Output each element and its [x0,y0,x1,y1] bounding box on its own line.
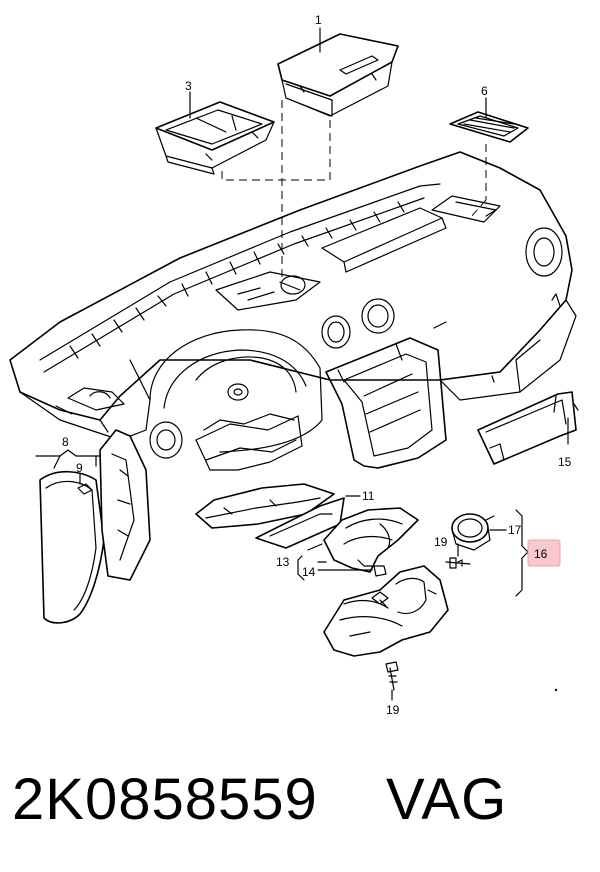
callout-17: 17 [508,523,522,537]
part-8-side-panel [39,429,151,624]
part-11-trim-strip [195,483,335,529]
callout-16-highlight [527,539,561,567]
dashboard-panel [9,151,577,471]
brand-name: VAG [386,767,508,832]
callout-13: 13 [276,555,290,569]
callout-15: 15 [558,455,572,469]
footer: 2K0858559 VAG [0,760,600,850]
callout-16: 16 [534,547,548,561]
part-6-speaker-grille [449,111,529,143]
callout-3: 3 [185,79,192,93]
leader-lines [35,27,569,701]
callout-6: 6 [481,84,488,98]
callout-labels: 1 3 6 8 9 11 13 14 15 16 17 19 19 [62,13,572,717]
callout-11: 11 [362,489,375,503]
callout-19-lower: 19 [386,703,400,717]
part-number: 2K0858559 [12,767,318,832]
part-15-bracket [477,391,579,465]
callout-14: 14 [302,565,316,579]
part-13-column-shroud-upper [255,497,419,577]
exploded-parts-diagram: 1 3 6 8 9 11 13 14 15 16 17 19 19 [9,13,579,717]
part-19-screw-upper [445,557,471,569]
part-19-screw-lower [385,661,399,691]
callout-19-upper: 19 [434,535,448,549]
part-16-column-shroud-lower [323,565,449,657]
callout-8: 8 [62,435,69,449]
callout-1: 1 [315,13,322,27]
part-3-tray [155,101,275,175]
callout-9: 9 [76,461,83,475]
part-17-ring-trim [451,513,495,551]
part-1-storage-box [277,33,399,117]
